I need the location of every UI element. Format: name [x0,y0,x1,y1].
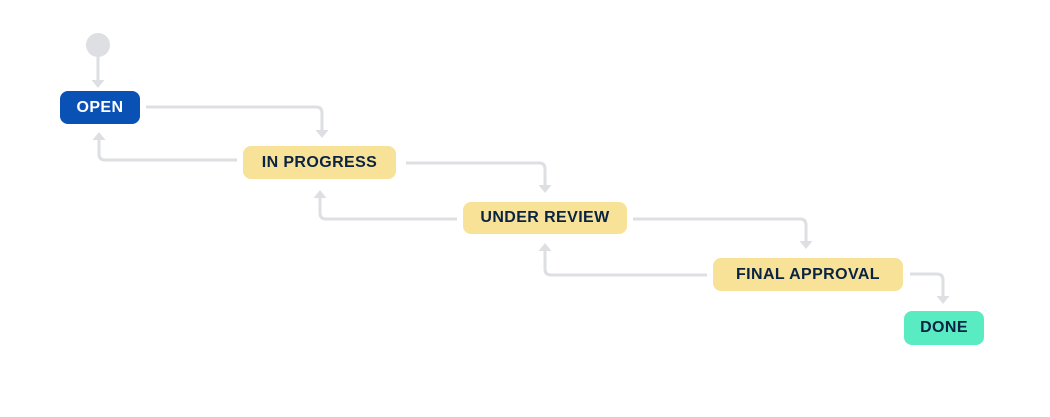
node-open[interactable]: OPEN [60,91,140,124]
edge-under-review-to-in-progress [318,198,457,221]
arrowhead-down-icon [799,241,813,249]
arrowhead-up-icon [538,243,552,251]
node-in-progress[interactable]: IN PROGRESS [243,146,396,179]
start-node-circle[interactable] [86,33,110,57]
edge-final-approval-to-done [910,272,945,296]
edge-final-approval-to-under-review [543,251,707,277]
arrowhead-up-icon [92,132,106,140]
node-under-review[interactable]: UNDER REVIEW [463,202,627,234]
arrowhead-down-icon [936,296,950,304]
edge-open-to-in-progress [146,105,324,130]
arrowhead-up-icon [313,190,327,198]
edge-under-review-to-final-approval [633,217,808,241]
node-done[interactable]: DONE [904,311,984,345]
node-final-approval[interactable]: FINAL APPROVAL [713,258,903,291]
arrowhead-down-icon [91,80,105,88]
edge-in-progress-to-under-review [406,161,547,185]
edge-in-progress-to-open [97,140,237,162]
arrowhead-down-icon [315,130,329,138]
arrowhead-down-icon [538,185,552,193]
